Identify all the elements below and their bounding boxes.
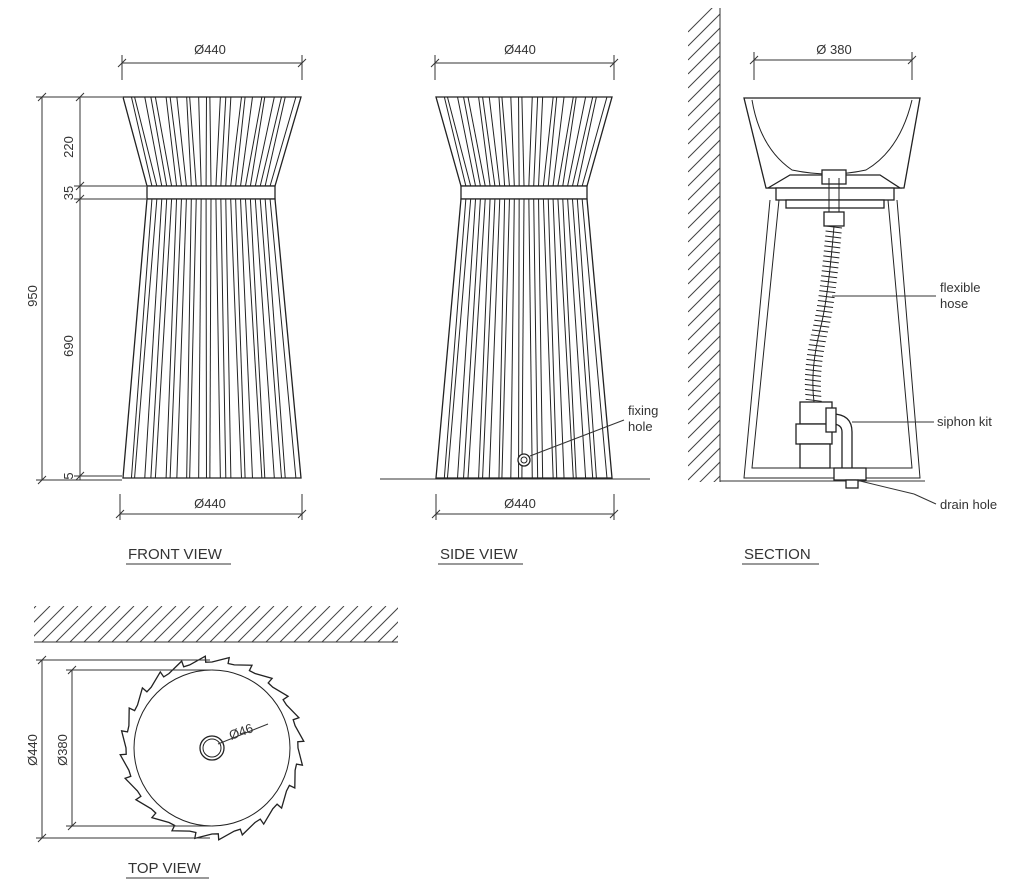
siphon-kit-label: siphon kit — [937, 414, 992, 429]
front-ribs — [130, 96, 297, 479]
top-inner-diameter-label: Ø380 — [55, 734, 70, 766]
section-pedestal-walls — [743, 199, 921, 479]
front-pedestal-body — [122, 96, 302, 479]
fixing-hole-icon — [517, 453, 531, 467]
side-top-diameter-label: Ø440 — [504, 42, 536, 57]
side-view: Ø440 fixing hole Ø440 SIDE VIEW — [380, 42, 658, 565]
side-view-title: SIDE VIEW — [440, 546, 518, 563]
side-fixing-hole-callout: fixing hole — [529, 403, 658, 457]
front-top-dimension: Ø440 — [117, 42, 307, 80]
flexible-hose-label-line2: hose — [940, 296, 968, 311]
drain-icon — [199, 735, 225, 761]
section-view-title: SECTION — [744, 546, 811, 563]
top-diameter-dimensions: Ø440 Ø380 — [25, 655, 212, 843]
side-top-dimension: Ø440 — [430, 42, 619, 80]
flexible-hose-label-line1: flexible — [940, 280, 980, 295]
front-view: Ø440 950 220 35 690 5 — [25, 42, 307, 565]
front-base-height-label: 5 — [61, 472, 76, 479]
front-column-height-label: 690 — [61, 335, 76, 357]
side-ribs — [443, 96, 608, 479]
side-pedestal-body — [435, 96, 613, 479]
section-top-dimension: Ø 380 — [749, 42, 917, 80]
section-view: Ø 380 — [688, 8, 997, 565]
fixing-hole-label-line2: hole — [628, 419, 653, 434]
front-bowl-height-label: 220 — [61, 136, 76, 158]
section-wall — [688, 8, 925, 482]
front-total-height-label: 950 — [25, 285, 40, 307]
flexible-hose — [804, 225, 843, 403]
front-height-dimensions: 950 220 35 690 5 — [25, 92, 146, 485]
section-top-diameter-label: Ø 380 — [816, 42, 851, 57]
front-bottom-diameter-label: Ø440 — [194, 496, 226, 511]
top-outer-diameter-label: Ø440 — [25, 734, 40, 766]
fixing-hole-label-line1: fixing — [628, 403, 658, 418]
section-basin — [743, 97, 921, 227]
section-callouts: flexible hose siphon kit drain hole — [832, 280, 997, 512]
drain-hole-label: drain hole — [940, 497, 997, 512]
top-view: Ø46 Ø440 Ø380 TOP VIEW — [25, 606, 398, 879]
top-view-wall — [34, 606, 398, 643]
front-bottom-dimension: Ø440 — [115, 494, 307, 520]
side-bottom-diameter-label: Ø440 — [504, 496, 536, 511]
top-view-title: TOP VIEW — [128, 860, 202, 877]
siphon-kit — [795, 401, 867, 489]
front-top-diameter-label: Ø440 — [194, 42, 226, 57]
front-view-title: FRONT VIEW — [128, 546, 223, 563]
front-band-height-label: 35 — [61, 186, 76, 200]
side-bottom-dimension: Ø440 — [431, 494, 619, 520]
